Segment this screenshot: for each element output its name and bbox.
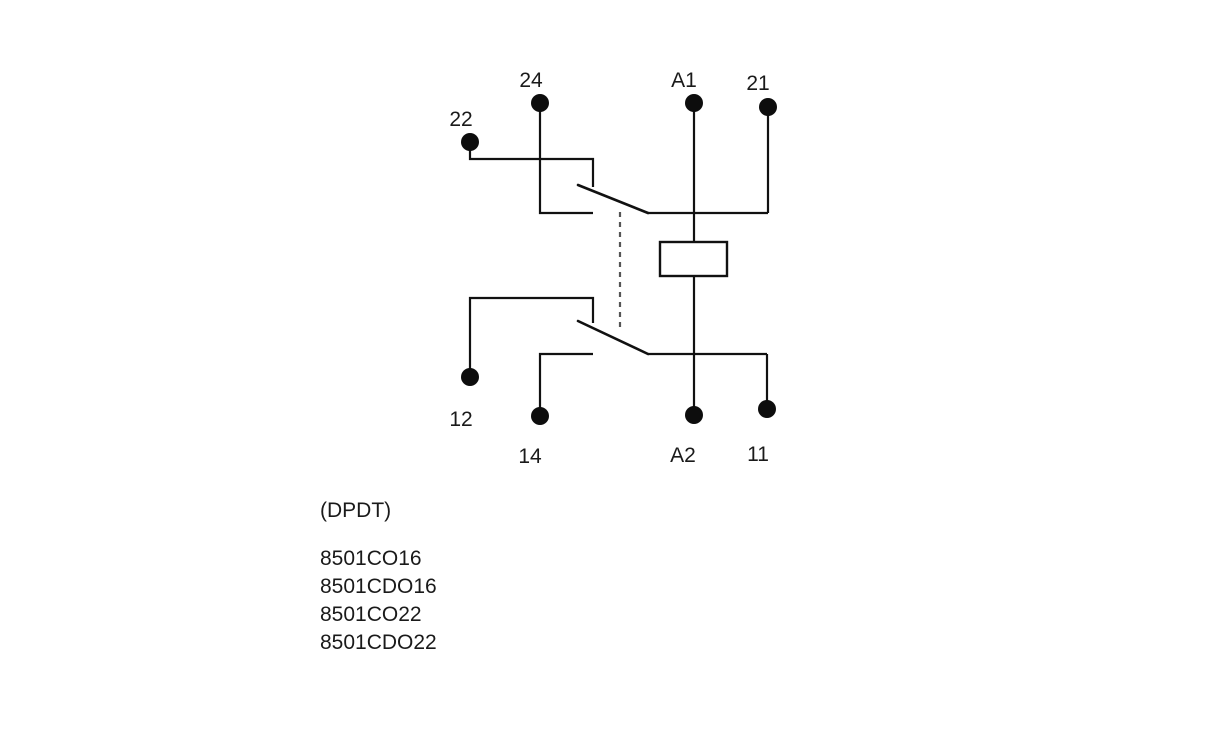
coil-rectangle xyxy=(658,240,729,278)
terminal-label-14: 14 xyxy=(518,445,542,468)
terminal-label-a2: A2 xyxy=(670,444,696,467)
terminal-dot-11[interactable] xyxy=(758,400,776,418)
wire-terminal-24 xyxy=(538,103,593,215)
part-number-line-3: 8501CO22 xyxy=(320,603,422,626)
terminal-label-21: 21 xyxy=(746,72,769,95)
terminal-dot-a2[interactable] xyxy=(685,406,703,424)
part-number-line-4: 8501CDO22 xyxy=(320,631,437,654)
wire-terminal-14 xyxy=(538,352,593,416)
terminal-dot-14[interactable] xyxy=(531,407,549,425)
terminal-dot-24[interactable] xyxy=(531,94,549,112)
part-number-line-1: 8501CO16 xyxy=(320,547,422,570)
terminal-dot-22[interactable] xyxy=(461,133,479,151)
upper-pole-group xyxy=(468,103,770,215)
terminal-label-a1: A1 xyxy=(671,69,697,92)
terminal-dot-12[interactable] xyxy=(461,368,479,386)
terminal-label-12: 12 xyxy=(449,408,472,431)
lower-pole-group xyxy=(468,296,769,416)
terminal-dot-a1[interactable] xyxy=(685,94,703,112)
wire-terminal-12 xyxy=(468,296,595,377)
upper-contact-blade xyxy=(576,183,650,215)
terminal-label-22: 22 xyxy=(449,108,472,131)
terminal-label-11: 11 xyxy=(747,443,769,466)
part-number-line-2: 8501CDO16 xyxy=(320,575,437,598)
terminal-label-24: 24 xyxy=(519,69,543,92)
contact-configuration-label: (DPDT) xyxy=(320,499,391,522)
terminal-dot-21[interactable] xyxy=(759,98,777,116)
wire-terminal-22 xyxy=(468,142,595,187)
coil-group xyxy=(658,103,729,415)
lower-contact-blade xyxy=(576,319,650,356)
